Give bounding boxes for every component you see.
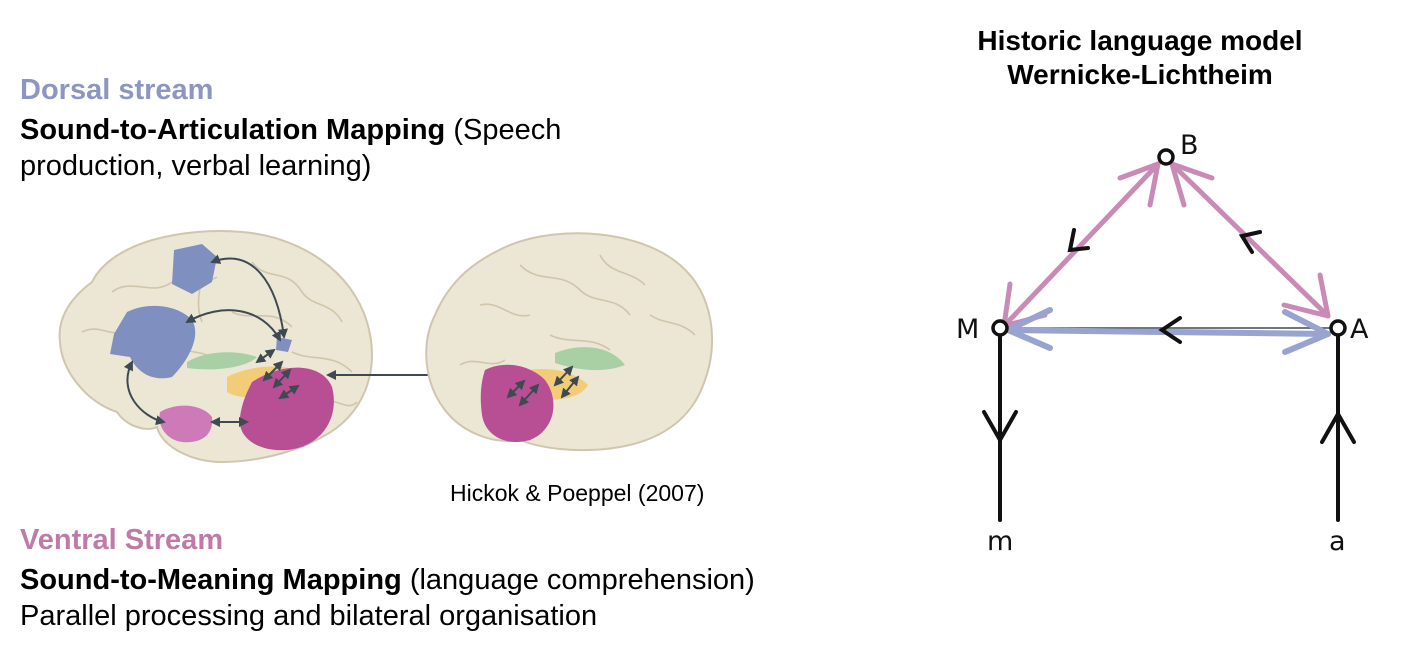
model-title-line2: Wernicke-Lichtheim xyxy=(1007,59,1273,90)
model-title: Historic language model Wernicke-Lichthe… xyxy=(900,24,1380,92)
wernicke-lichtheim-diagram: B M A m a xyxy=(956,130,1369,557)
right-hemisphere-brain xyxy=(425,232,714,452)
a-to-a-pathway xyxy=(1320,334,1356,522)
node-m xyxy=(991,319,1009,337)
m-to-m-pathway xyxy=(982,334,1018,522)
left-magenta-region xyxy=(239,367,334,451)
left-blue-region-frontal xyxy=(110,305,196,379)
node-a xyxy=(1329,319,1347,337)
node-m-label: M xyxy=(956,314,979,345)
ventral-mapping-detail: (language comprehension) xyxy=(409,564,755,596)
direction-ticks xyxy=(1067,228,1262,344)
m-a-connection xyxy=(1005,307,1337,355)
left-blue-region-top xyxy=(172,244,217,294)
motor-output-label: m xyxy=(987,526,1013,557)
right-brain-outline xyxy=(425,232,714,452)
model-title-line1: Historic language model xyxy=(977,25,1303,56)
right-brain-gyri xyxy=(459,254,696,366)
citation: Hickok & Poeppel (2007) xyxy=(450,480,705,506)
left-pink-region xyxy=(159,405,213,443)
ventral-mapping-label: Sound-to-Meaning Mapping xyxy=(20,564,402,596)
b-a-connection xyxy=(1169,161,1331,319)
dorsal-mapping-label: Sound-to-Articulation Mapping xyxy=(20,114,446,146)
b-m-connection xyxy=(1001,161,1161,329)
right-green-region xyxy=(555,347,625,371)
ventral-stream-description: Sound-to-Meaning Mapping (language compr… xyxy=(20,562,880,634)
left-hemisphere-brain xyxy=(58,230,373,464)
auditory-input-label: a xyxy=(1329,526,1346,557)
right-brain-arrows xyxy=(506,365,580,407)
dorsal-stream-heading: Dorsal stream xyxy=(20,74,214,106)
node-b-label: B xyxy=(1180,130,1199,161)
dorsal-stream-description: Sound-to-Articulation Mapping (Speech pr… xyxy=(20,112,640,184)
left-brain-arrows xyxy=(123,254,300,427)
left-green-region xyxy=(187,352,257,370)
dorsal-mapping-detail: (Speech production, verbal learning) xyxy=(20,114,562,182)
ventral-stream-heading: Ventral Stream xyxy=(20,524,224,556)
ventral-second-line: Parallel processing and bilateral organi… xyxy=(20,600,598,632)
node-b xyxy=(1157,148,1175,166)
node-a-label: A xyxy=(1350,314,1369,345)
